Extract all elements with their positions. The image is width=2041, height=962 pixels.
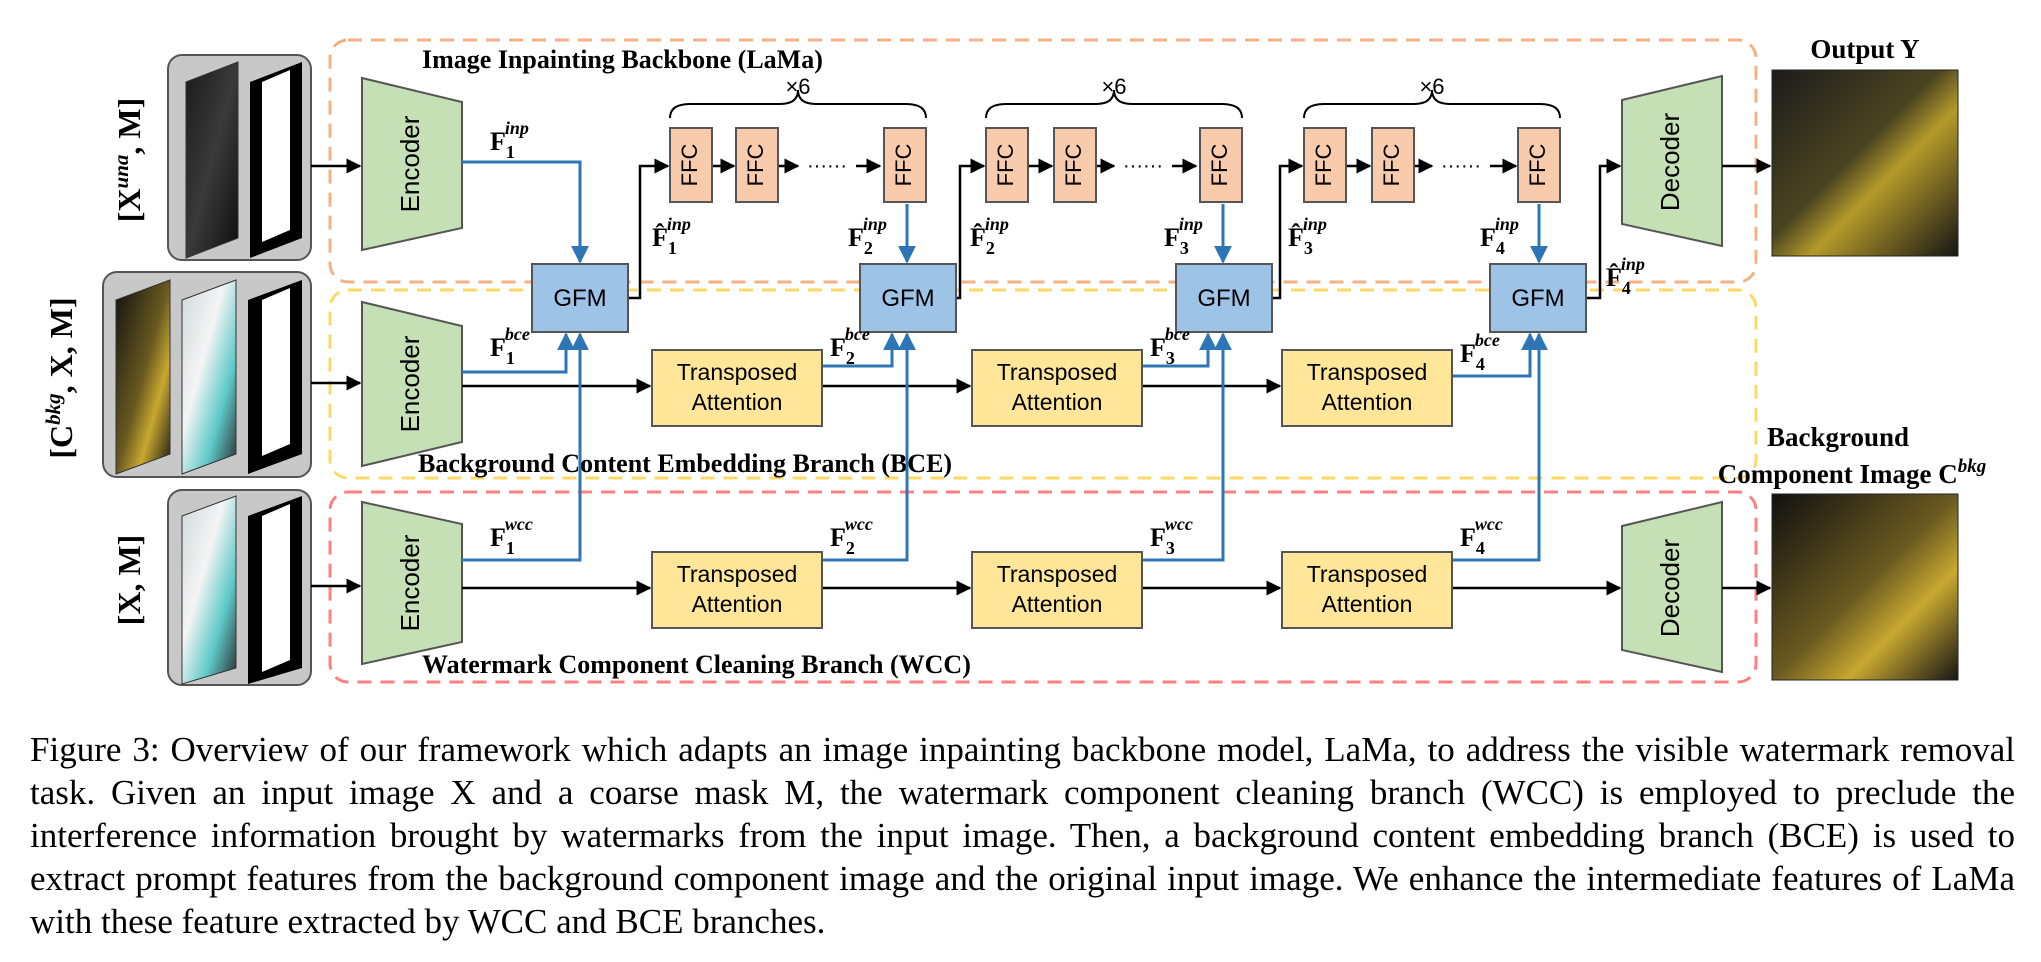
svg-text:Transposed: Transposed (997, 359, 1118, 385)
feature-label-f1-bce: F1bce (490, 324, 530, 368)
decoder-lama: Decoder (1621, 74, 1723, 248)
feature-label-f3-bce: F3bce (1150, 324, 1190, 368)
svg-text:Transposed: Transposed (677, 561, 798, 587)
transposed-attention-bce-3: Transposed Attention (1281, 349, 1453, 427)
feature-label-fhat1-inp: F̂1inp (652, 214, 691, 258)
framework-diagram: Image Inpainting Backbone (LaMa) Backgro… (41, 34, 1987, 686)
transposed-attention-bce-1: Transposed Attention (651, 349, 823, 427)
svg-text:Attention: Attention (1322, 389, 1413, 415)
feature-label-f1-inp: F1inp (490, 118, 529, 162)
ffc-block (1199, 127, 1243, 203)
ffc-group-2: FFC FFC ······ FFC ×6 (985, 74, 1243, 203)
ffc-group-1: FFC FFC ······ FFC ×6 (669, 74, 927, 203)
feature-label-fhat2-inp: F̂2inp (970, 214, 1009, 258)
repeat-label: ×6 (1419, 74, 1444, 99)
input-label-bce: [Cbkg, X, M] (41, 297, 79, 458)
svg-text:FFC: FFC (743, 144, 768, 187)
input-panel-wcc (167, 489, 312, 686)
encoder-wcc: Encoder (361, 500, 463, 666)
figure-caption: Figure 3: Overview of our framework whic… (30, 730, 2015, 941)
svg-text:Transposed: Transposed (1307, 359, 1428, 385)
svg-text:GFM: GFM (553, 285, 606, 312)
bce-branch-title: Background Content Embedding Branch (BCE… (418, 449, 952, 478)
ffc-block (669, 127, 713, 203)
feature-label-f2-inp: F2inp (848, 214, 887, 258)
encoder-bce: Encoder (361, 300, 463, 468)
input-label-wcc: [X, M] (111, 535, 147, 626)
input-label-lama: [Xuna, M] (109, 98, 147, 222)
ffc-block (985, 127, 1029, 203)
gfm-block-2: GFM (859, 263, 957, 333)
ffc-ellipsis: ······ (1123, 155, 1163, 177)
svg-text:Encoder: Encoder (395, 534, 425, 631)
repeat-label: ×6 (785, 74, 810, 99)
feature-label-f3-inp: F3inp (1164, 214, 1203, 258)
lama-branch-frame (328, 38, 1758, 284)
svg-text:FFC: FFC (1207, 144, 1232, 187)
ffc-block (735, 127, 779, 203)
lama-branch-title: Image Inpainting Backbone (LaMa) (422, 45, 823, 74)
svg-text:FFC: FFC (891, 144, 916, 187)
svg-text:FFC: FFC (1525, 144, 1550, 187)
encoder-lama: Encoder (361, 76, 463, 252)
feature-label-f4-wcc: F4wcc (1460, 514, 1503, 558)
svg-text:GFM: GFM (881, 285, 934, 312)
input-panel-bce (102, 271, 312, 478)
gfm-block-3: GFM (1175, 263, 1273, 333)
ffc-block (1303, 127, 1347, 203)
feature-label-fhat3-inp: F̂3inp (1288, 214, 1327, 258)
transposed-attention-wcc-2: Transposed Attention (971, 551, 1143, 629)
transposed-attention-wcc-1: Transposed Attention (651, 551, 823, 629)
feature-label-f3-wcc: F3wcc (1150, 514, 1193, 558)
ffc-block (883, 127, 927, 203)
svg-text:Transposed: Transposed (997, 561, 1118, 587)
wcc-branch-title: Watermark Component Cleaning Branch (WCC… (422, 650, 971, 679)
svg-text:GFM: GFM (1511, 285, 1564, 312)
output-bkg-label-line1: Background (1767, 422, 1909, 452)
feature-label-fhat4-inp: F̂4inp (1606, 254, 1645, 298)
input-panel-lama (167, 54, 312, 261)
svg-text:Attention: Attention (692, 591, 783, 617)
output-image-bkg (1771, 493, 1959, 681)
svg-text:Transposed: Transposed (1307, 561, 1428, 587)
svg-text:FFC: FFC (993, 144, 1018, 187)
svg-text:GFM: GFM (1197, 285, 1250, 312)
svg-text:FFC: FFC (677, 144, 702, 187)
gfm-block-1: GFM (531, 263, 629, 333)
feature-label-f2-wcc: F2wcc (830, 514, 873, 558)
ffc-ellipsis: ······ (807, 155, 847, 177)
svg-text:Attention: Attention (1322, 591, 1413, 617)
ffc-block (1371, 127, 1415, 203)
output-image-y (1771, 69, 1959, 257)
svg-text:Encoder: Encoder (395, 335, 425, 432)
svg-text:Attention: Attention (692, 389, 783, 415)
svg-text:Attention: Attention (1012, 389, 1103, 415)
decoder-wcc: Decoder (1621, 500, 1723, 674)
svg-text:FFC: FFC (1061, 144, 1086, 187)
feature-label-f4-inp: F4inp (1480, 214, 1519, 258)
svg-text:Transposed: Transposed (677, 359, 798, 385)
transposed-attention-bce-2: Transposed Attention (971, 349, 1143, 427)
ffc-group-3: FFC FFC ······ FFC ×6 (1303, 74, 1561, 203)
svg-text:Decoder: Decoder (1655, 539, 1685, 638)
svg-text:Attention: Attention (1012, 591, 1103, 617)
svg-text:Decoder: Decoder (1655, 113, 1685, 212)
output-bkg-label-line2: Component Image Cbkg (1718, 456, 1987, 489)
ffc-block (1053, 127, 1097, 203)
output-y-label: Output Y (1810, 34, 1919, 64)
svg-text:FFC: FFC (1379, 144, 1404, 187)
svg-text:FFC: FFC (1311, 144, 1336, 187)
feature-label-f1-wcc: F1wcc (490, 514, 533, 558)
gfm-block-4: GFM (1489, 263, 1587, 333)
repeat-label: ×6 (1101, 74, 1126, 99)
svg-text:Encoder: Encoder (395, 115, 425, 212)
feature-label-f4-bce: F4bce (1460, 330, 1500, 374)
transposed-attention-wcc-3: Transposed Attention (1281, 551, 1453, 629)
feature-label-f2-bce: F2bce (830, 324, 870, 368)
ffc-ellipsis: ······ (1441, 155, 1481, 177)
ffc-block (1517, 127, 1561, 203)
